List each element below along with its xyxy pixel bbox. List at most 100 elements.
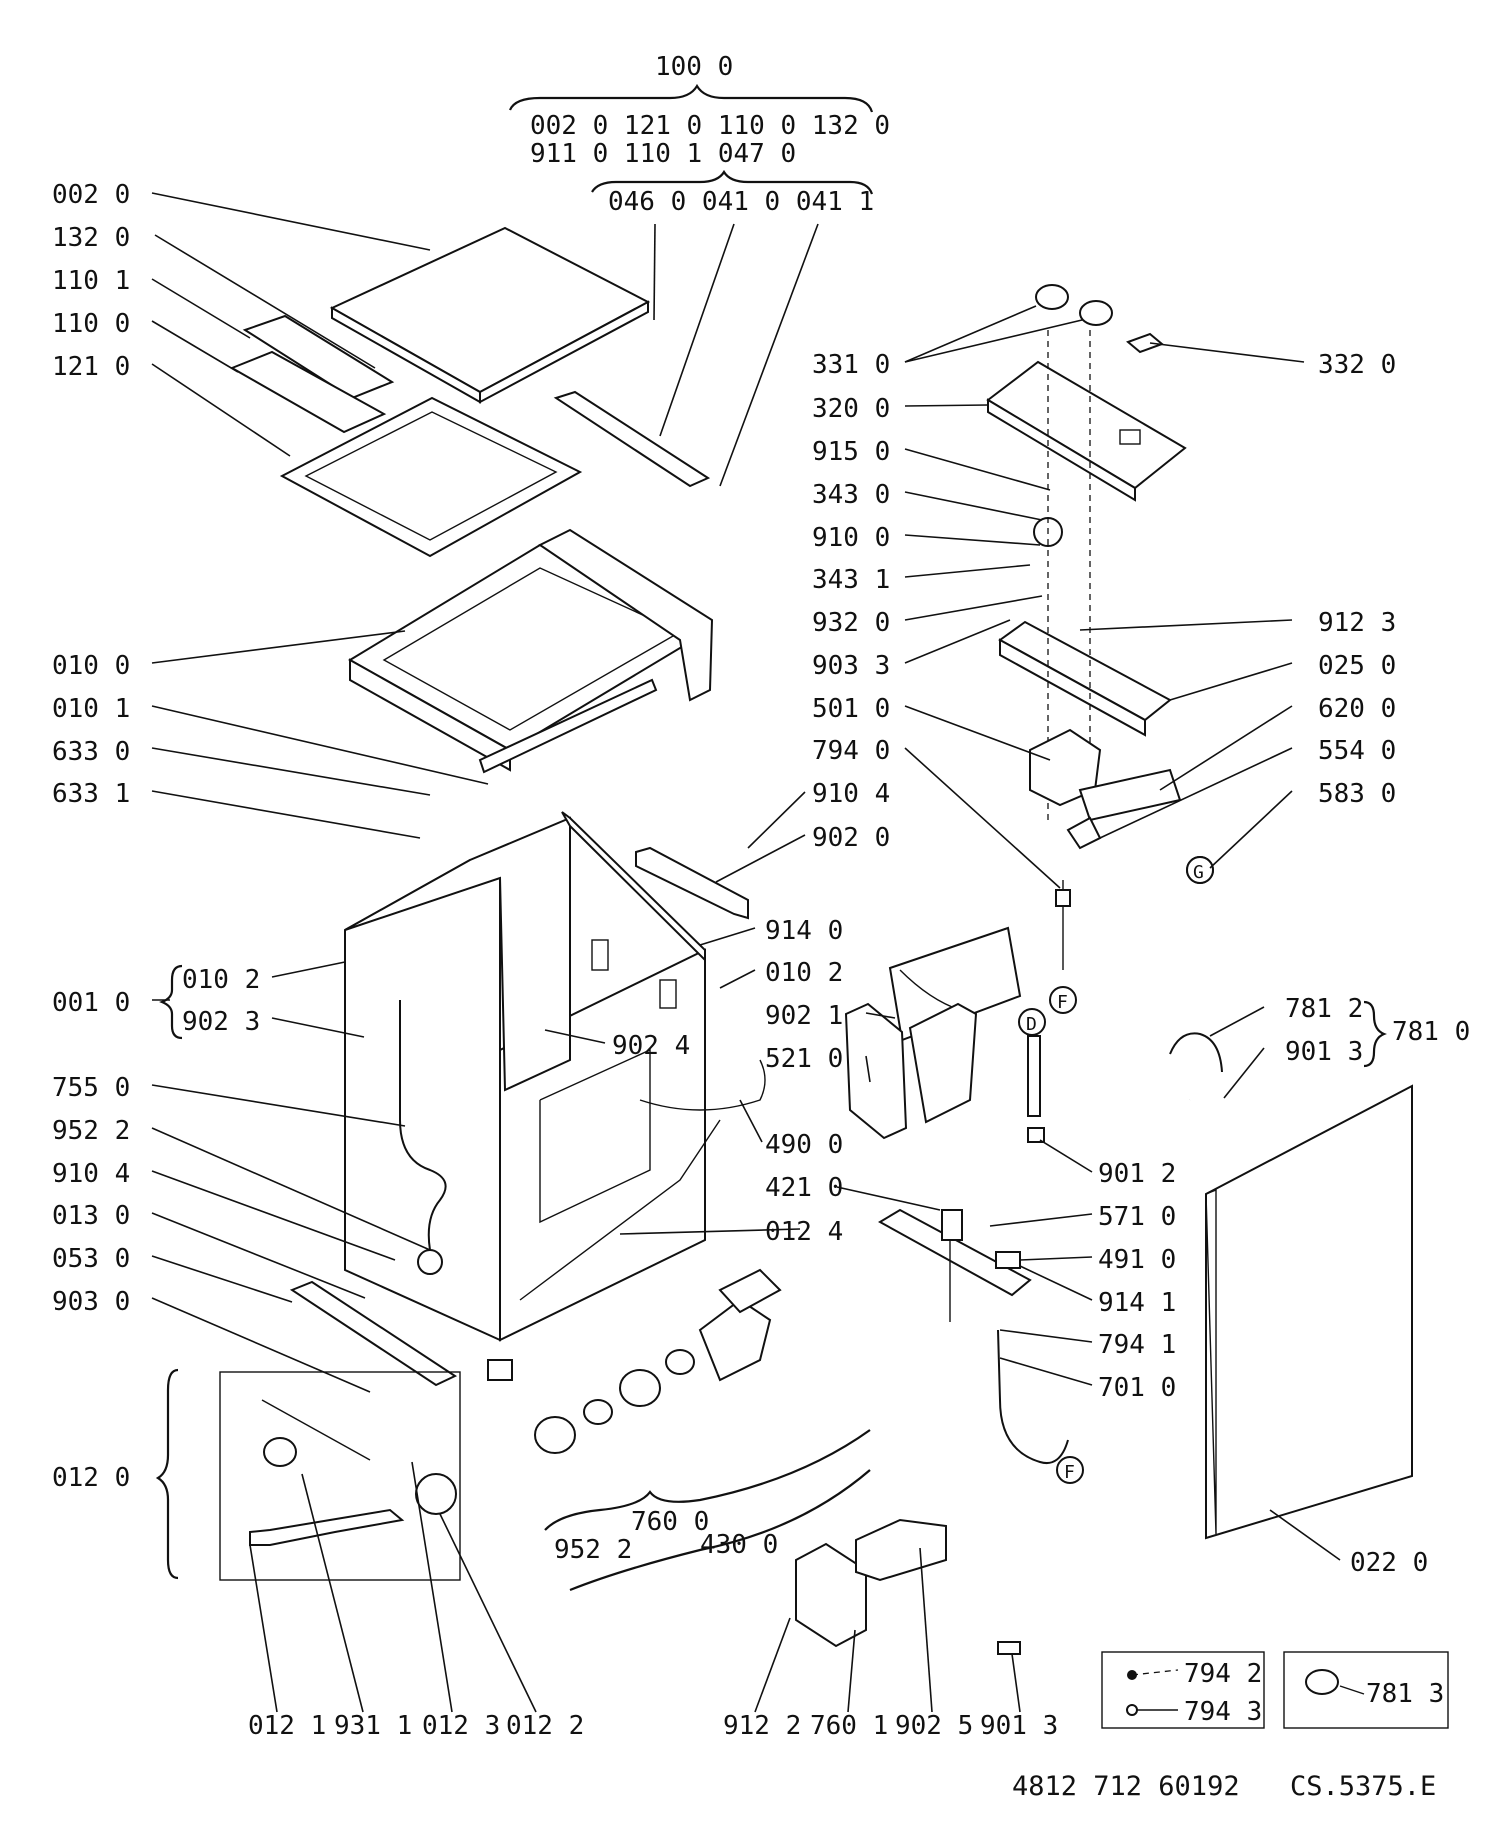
label-053-0: 053 0 <box>52 1244 130 1274</box>
label-554-0: 554 0 <box>1318 736 1396 766</box>
label-755-0: 755 0 <box>52 1073 130 1103</box>
label-902-0: 902 0 <box>812 823 890 853</box>
label-025-0: 025 0 <box>1318 651 1396 681</box>
label-794-3: 794 3 <box>1184 1697 1262 1727</box>
switch-plate <box>998 330 1214 884</box>
label-901-3-right: 901 3 <box>1285 1037 1363 1067</box>
label-902-5: 902 5 <box>895 1711 973 1741</box>
pump-assembly <box>534 1268 871 1592</box>
label-914-1: 914 1 <box>1098 1288 1176 1318</box>
inlet-hose <box>997 1329 1069 1464</box>
label-332-0: 332 0 <box>1318 350 1396 380</box>
label-430-0: 430 0 <box>700 1530 778 1560</box>
label-002-0: 002 0 <box>52 180 130 210</box>
label-910-4-left: 910 4 <box>52 1159 130 1189</box>
label-701-0: 701 0 <box>1098 1373 1176 1403</box>
label-012-0: 012 0 <box>52 1463 130 1493</box>
label-902-1: 902 1 <box>765 1001 843 1031</box>
label-915-0: 915 0 <box>812 437 890 467</box>
label-022-0: 022 0 <box>1350 1548 1428 1578</box>
rear-bracket <box>635 846 1022 1042</box>
label-912-2: 912 2 <box>723 1711 801 1741</box>
label-912-3: 912 3 <box>1318 608 1396 638</box>
label-110-1: 110 1 <box>52 266 130 296</box>
label-group-row1: 002 0 121 0 110 0 132 0 <box>530 111 890 141</box>
label-910-0: 910 0 <box>812 523 890 553</box>
label-490-0: 490 0 <box>765 1130 843 1160</box>
label-group-row3: 046 0 041 0 041 1 <box>608 187 874 217</box>
label-group-100-0: 100 0 <box>655 52 733 82</box>
pressure-tube <box>1055 880 1071 970</box>
label-781-2: 781 2 <box>1285 994 1363 1024</box>
label-571-0: 571 0 <box>1098 1202 1176 1232</box>
label-952-2-bottom: 952 2 <box>554 1535 632 1565</box>
marker-f-1: F <box>1057 992 1068 1013</box>
marker-f-2: F <box>1064 1462 1075 1483</box>
label-013-0: 013 0 <box>52 1201 130 1231</box>
label-343-0: 343 0 <box>812 480 890 510</box>
label-012-2: 012 2 <box>506 1711 584 1741</box>
label-633-0: 633 0 <box>52 737 130 767</box>
label-794-0: 794 0 <box>812 736 890 766</box>
label-110-0: 110 0 <box>52 309 130 339</box>
label-794-2: 794 2 <box>1184 1659 1262 1689</box>
label-902-3: 902 3 <box>182 1007 260 1037</box>
label-343-1: 343 1 <box>812 565 890 595</box>
cabinet <box>344 811 766 1342</box>
drawing-number: 4812 712 60192 <box>1012 1771 1240 1802</box>
label-903-3: 903 3 <box>812 651 890 681</box>
label-010-1: 010 1 <box>52 694 130 724</box>
kick-panel <box>289 1280 458 1387</box>
label-group-row2: 911 0 110 1 047 0 <box>530 139 796 169</box>
label-760-0: 760 0 <box>631 1507 709 1537</box>
heater-rod <box>1027 1035 1045 1143</box>
lid-panel <box>329 226 651 404</box>
part-labels: 100 0 002 0 121 0 110 0 132 0 911 0 110 … <box>52 52 1470 1802</box>
control-panel <box>986 284 1187 502</box>
label-910-4-mid: 910 4 <box>812 779 890 809</box>
label-583-0: 583 0 <box>1318 779 1396 809</box>
label-901-3-bottom: 901 3 <box>980 1711 1058 1741</box>
label-781-3: 781 3 <box>1366 1679 1444 1709</box>
label-010-2-left: 010 2 <box>182 965 260 995</box>
label-620-0: 620 0 <box>1318 694 1396 724</box>
label-012-3: 012 3 <box>422 1711 500 1741</box>
label-331-0: 331 0 <box>812 350 890 380</box>
marker-g: G <box>1193 862 1204 883</box>
label-521-0: 521 0 <box>765 1044 843 1074</box>
label-931-1: 931 1 <box>334 1711 412 1741</box>
hinge-bar <box>553 390 711 488</box>
legend-boxes <box>1101 1651 1449 1729</box>
side-panel <box>1205 1084 1413 1540</box>
marker-d: D <box>1026 1014 1037 1035</box>
label-491-0: 491 0 <box>1098 1245 1176 1275</box>
top-frame <box>348 528 714 774</box>
label-781-0: 781 0 <box>1392 1017 1470 1047</box>
label-012-1: 012 1 <box>248 1711 326 1741</box>
label-901-2: 901 2 <box>1098 1159 1176 1189</box>
label-012-4: 012 4 <box>765 1217 843 1247</box>
label-501-0: 501 0 <box>812 694 890 724</box>
label-932-0: 932 0 <box>812 608 890 638</box>
door-bracket <box>795 1518 947 1648</box>
label-633-1: 633 1 <box>52 779 130 809</box>
label-010-2-mid: 010 2 <box>765 958 843 988</box>
leader-lines <box>151 192 1387 1713</box>
label-320-0: 320 0 <box>812 394 890 424</box>
filter-module <box>844 1002 978 1140</box>
label-903-0: 903 0 <box>52 1287 130 1317</box>
label-952-2-left: 952 2 <box>52 1116 130 1146</box>
document-code: CS.5375.E <box>1290 1771 1436 1802</box>
drain-hose <box>997 1032 1223 1655</box>
timer-module <box>877 1208 1032 1322</box>
door-lock-detail-box <box>155 1368 461 1581</box>
label-132-0: 132 0 <box>52 223 130 253</box>
label-001-0: 001 0 <box>52 988 130 1018</box>
lid-trim-strips <box>229 314 395 434</box>
label-914-0: 914 0 <box>765 916 843 946</box>
lid-frame <box>279 396 583 558</box>
label-902-4: 902 4 <box>612 1031 690 1061</box>
label-421-0: 421 0 <box>765 1173 843 1203</box>
label-760-1: 760 1 <box>810 1711 888 1741</box>
label-121-0: 121 0 <box>52 352 130 382</box>
